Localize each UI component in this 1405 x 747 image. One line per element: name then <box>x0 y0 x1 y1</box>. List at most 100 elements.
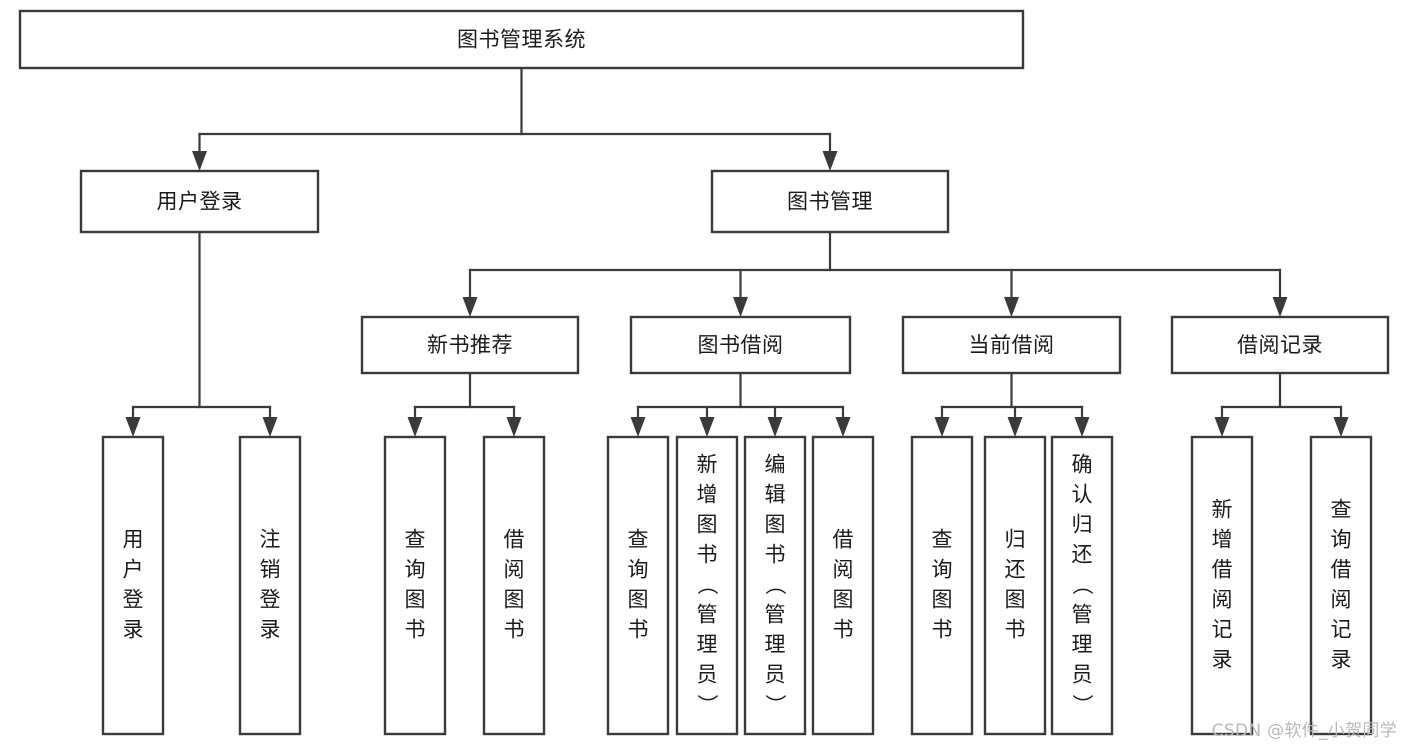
node-label-char: 查 <box>628 528 649 552</box>
node-box-new-book-rec <box>360 315 580 375</box>
node-label-char: 确 <box>1072 453 1093 477</box>
node-label-char: 理 <box>765 633 786 657</box>
node-label-char: 书 <box>833 618 854 642</box>
arrow-leaf-query-book-2 <box>630 417 646 437</box>
node-label-char: ） <box>763 694 787 715</box>
node-label-book-manage: 图书管理 <box>787 190 873 214</box>
node-leaf-user-login[interactable]: 用户登录 <box>101 435 165 736</box>
arrow-borrow-record <box>1272 297 1288 317</box>
node-label-char: 新 <box>1212 498 1233 522</box>
node-label-char: 借 <box>833 528 854 552</box>
node-label-char: 管 <box>697 603 718 627</box>
node-label-char: 查 <box>1331 498 1352 522</box>
node-label-new-book-rec: 新书推荐 <box>427 333 513 357</box>
node-label-char: 登 <box>260 588 281 612</box>
node-label-char: 增 <box>697 483 718 507</box>
arrow-user-login <box>192 151 207 171</box>
node-box-borrow-record <box>1170 315 1390 375</box>
node-box-book-manage <box>710 169 950 234</box>
node-label-char: 书 <box>697 543 718 567</box>
node-box-leaf-logout <box>238 435 302 736</box>
node-box-root <box>18 9 1025 70</box>
node-new-book-rec[interactable]: 新书推荐 <box>360 315 580 375</box>
node-label-char: 书 <box>765 543 786 567</box>
node-book-borrow[interactable]: 图书借阅 <box>629 315 852 375</box>
node-box-leaf-add-book <box>675 435 739 736</box>
node-label-book-borrow: 图书借阅 <box>698 333 784 357</box>
node-label-char: 录 <box>1212 648 1233 672</box>
node-label-char: 询 <box>628 558 649 582</box>
node-label-char: 借 <box>1212 558 1233 582</box>
node-label-char: 图 <box>1005 588 1026 612</box>
arrow-book-borrow <box>733 297 748 317</box>
node-label-char: 用 <box>123 528 144 552</box>
node-label-char: 查 <box>932 528 953 552</box>
node-label-char: 询 <box>405 558 426 582</box>
node-label-char: 归 <box>1005 528 1026 552</box>
arrow-leaf-borrow-book-1 <box>506 417 522 437</box>
node-label-char: 登 <box>123 588 144 612</box>
node-label-char: 借 <box>504 528 525 552</box>
node-label-char: 记 <box>1212 618 1233 642</box>
node-label-char: 还 <box>1072 543 1093 567</box>
node-label-char: 书 <box>405 618 426 642</box>
node-box-leaf-edit-book <box>743 435 807 736</box>
node-label-char: 书 <box>628 618 649 642</box>
arrow-new-book-rec <box>462 297 478 317</box>
node-label-char: ） <box>695 694 719 715</box>
node-label-char: 查 <box>405 528 426 552</box>
node-label-char: 阅 <box>833 558 854 582</box>
node-label-char: 图 <box>765 513 786 537</box>
node-label-borrow-record: 借阅记录 <box>1237 333 1323 357</box>
node-box-leaf-borrow-book-2 <box>811 435 875 736</box>
node-box-leaf-borrow-book-1 <box>482 435 546 736</box>
node-label-char: 录 <box>260 618 281 642</box>
node-box-leaf-query-record <box>1309 435 1373 736</box>
node-label-char: 借 <box>1331 558 1352 582</box>
node-book-manage[interactable]: 图书管理 <box>710 169 950 234</box>
node-label-char: 员 <box>765 663 786 687</box>
node-label-char: 认 <box>1072 483 1093 507</box>
node-user-login[interactable]: 用户登录 <box>79 169 320 234</box>
node-root[interactable]: 图书管理系统 <box>18 9 1025 70</box>
arrow-leaf-edit-book <box>767 417 783 437</box>
arrow-leaf-return-book <box>1007 417 1023 437</box>
arrow-leaf-logout <box>262 417 278 437</box>
arrow-leaf-user-login <box>125 417 141 437</box>
node-label-char: 图 <box>697 513 718 537</box>
node-label-char: 阅 <box>1331 588 1352 612</box>
node-label-char: （ <box>695 574 719 595</box>
node-label-char: （ <box>763 574 787 595</box>
node-label-char: 理 <box>697 633 718 657</box>
node-label-char: 询 <box>932 558 953 582</box>
arrow-leaf-query-book-1 <box>407 417 423 437</box>
node-box-leaf-confirm-return <box>1050 435 1114 736</box>
node-borrow-record[interactable]: 借阅记录 <box>1170 315 1390 375</box>
node-label-char: 辑 <box>765 483 786 507</box>
node-box-current-borrow <box>901 315 1122 375</box>
node-label-char: 图 <box>628 588 649 612</box>
node-current-borrow[interactable]: 当前借阅 <box>901 315 1122 375</box>
node-label-char: 书 <box>1005 618 1026 642</box>
node-label-char: 图 <box>833 588 854 612</box>
node-label-char: 注 <box>260 528 281 552</box>
node-label-current-borrow: 当前借阅 <box>969 333 1055 357</box>
node-label-char: 图 <box>405 588 426 612</box>
node-label-char: 图 <box>932 588 953 612</box>
node-label-char: 员 <box>1072 663 1093 687</box>
node-label-char: 还 <box>1005 558 1026 582</box>
